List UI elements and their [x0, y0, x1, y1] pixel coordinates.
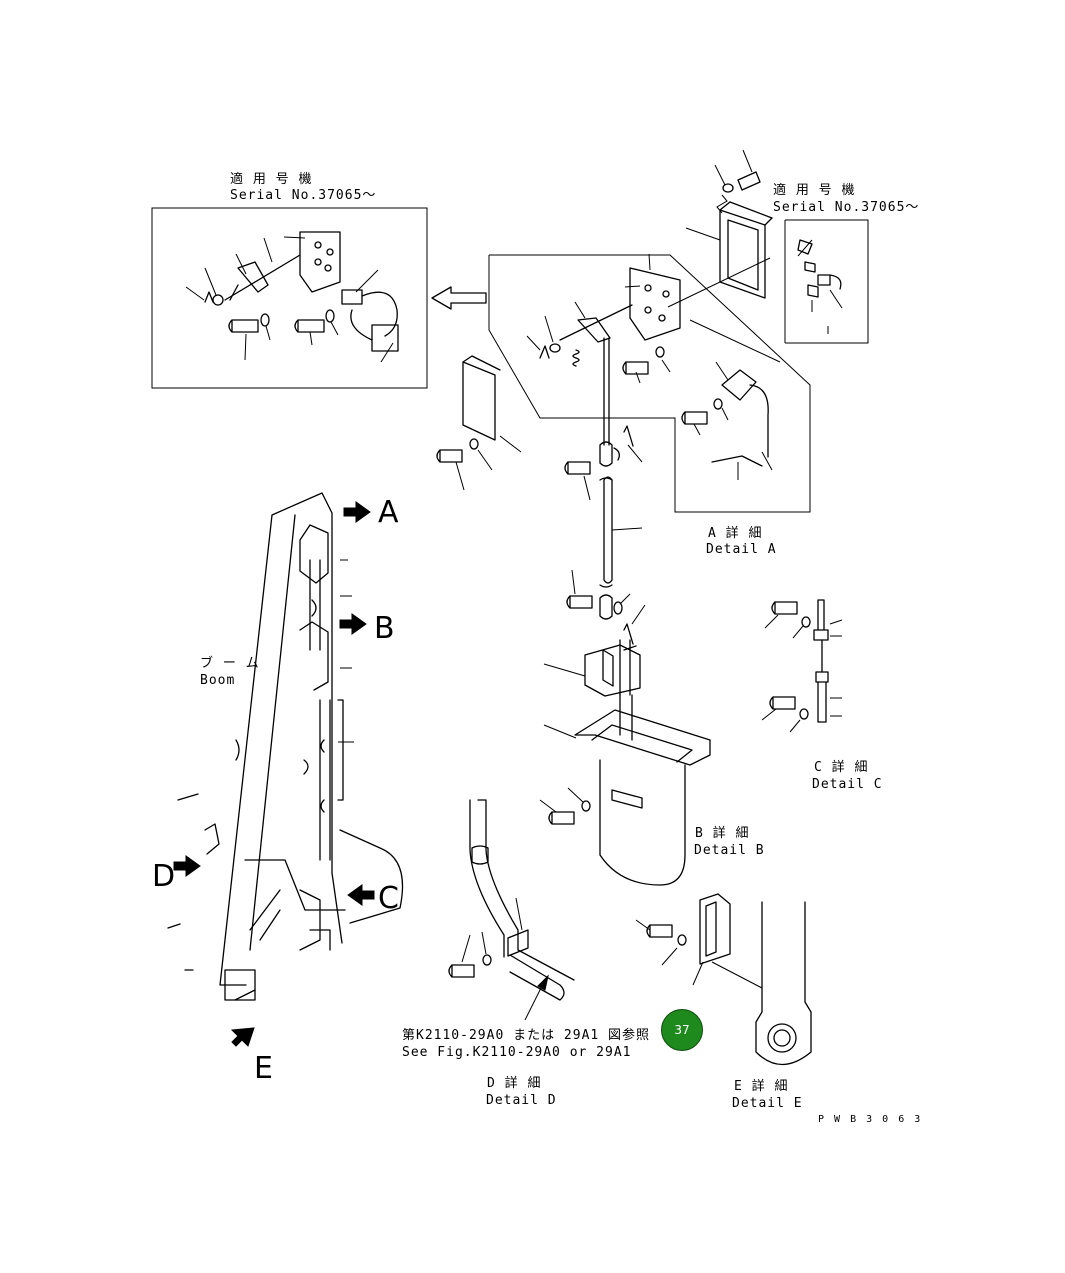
- arrow-label-a: A: [378, 495, 399, 530]
- detail-b-ja: B 詳 細: [695, 826, 750, 841]
- detail-c-label: Detail C: [812, 777, 883, 792]
- arrow-label-e: E: [254, 1051, 273, 1086]
- serial-right: Serial No.37065～: [773, 200, 920, 215]
- arrow-label-c: C: [378, 881, 399, 916]
- detail-d-ja: D 詳 細: [487, 1076, 542, 1091]
- detail-e-label: Detail E: [732, 1096, 803, 1111]
- arrow-label-d: D: [152, 859, 176, 894]
- ref-ja: 第K2110-29A0 または 29A1 図参照: [402, 1028, 651, 1043]
- detail-b: [539, 639, 711, 886]
- cover-plate: [436, 355, 522, 491]
- detail-a: [488, 149, 811, 513]
- inset-serial-right: [784, 219, 869, 344]
- boom-ja: ブ ー ム: [200, 656, 260, 671]
- page-number-badge[interactable]: 37: [661, 1009, 703, 1051]
- inset-serial-left: [151, 207, 428, 389]
- detail-c-ja: C 詳 細: [814, 760, 869, 775]
- serial-left-ja: 適 用 号 機: [230, 172, 313, 187]
- link-rod: [564, 337, 646, 645]
- detail-e: [635, 893, 812, 1065]
- detail-d: [448, 799, 575, 1021]
- serial-left: Serial No.37065～: [230, 188, 377, 203]
- detail-c: [761, 599, 843, 733]
- ref-en: See Fig.K2110-29A0 or 29A1: [402, 1045, 632, 1060]
- serial-right-ja: 適 用 号 機: [773, 183, 856, 198]
- boom-view: [167, 492, 404, 1047]
- boom-label: Boom: [200, 673, 236, 688]
- detail-b-label: Detail B: [694, 843, 765, 858]
- hollow-arrow: [431, 286, 487, 310]
- detail-a-ja: A 詳 細: [708, 526, 763, 541]
- detail-e-ja: E 詳 細: [734, 1079, 789, 1094]
- detail-d-label: Detail D: [486, 1093, 557, 1108]
- arrow-label-b: B: [374, 611, 395, 646]
- drawing-code: P W B 3 0 6 3: [818, 1114, 923, 1125]
- detail-a-label: Detail A: [706, 542, 777, 557]
